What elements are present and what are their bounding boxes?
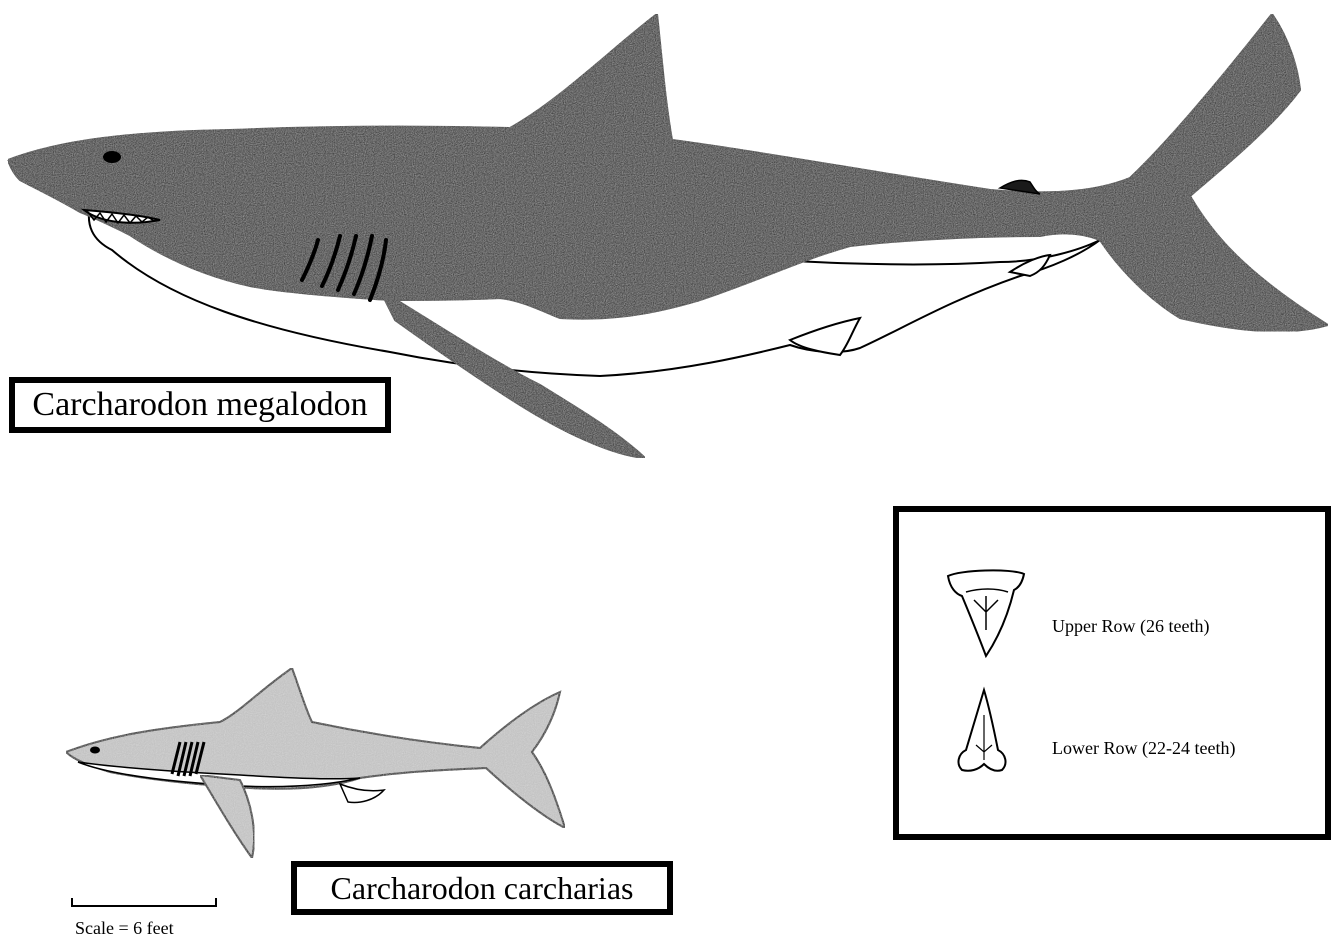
upper-row-label: Upper Row (26 teeth) (1052, 616, 1209, 637)
carcharias-illustration (66, 668, 565, 858)
carcharias-label-box: Carcharodon carcharias (291, 861, 673, 915)
lower-row-label: Lower Row (22-24 teeth) (1052, 738, 1235, 759)
megalodon-eye (103, 151, 121, 163)
carcharias-eye (90, 747, 100, 754)
megalodon-label-box: Carcharodon megalodon (9, 377, 391, 433)
scale-label: Scale = 6 feet (75, 918, 174, 939)
carcharias-body (66, 668, 565, 828)
scale-bar (72, 898, 216, 906)
carcharias-label: Carcharodon carcharias (331, 870, 634, 907)
teeth-legend-box: Upper Row (26 teeth) Lower Row (22-24 te… (893, 506, 1331, 840)
megalodon-label: Carcharodon megalodon (32, 386, 367, 424)
carcharias-pelvic-fin (340, 784, 384, 803)
